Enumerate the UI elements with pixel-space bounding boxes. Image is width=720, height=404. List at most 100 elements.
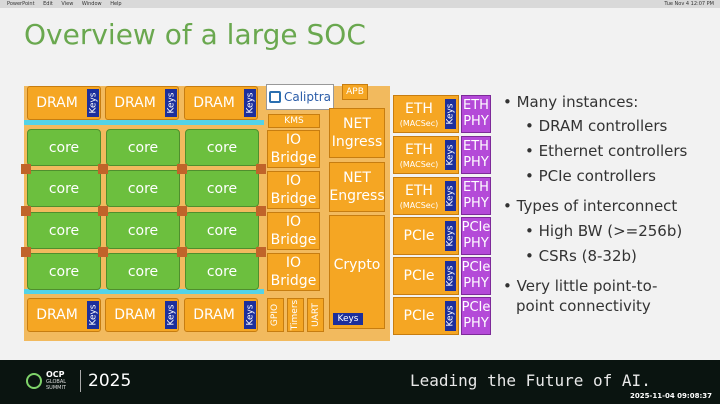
interconnect-node (177, 206, 187, 216)
keys-block: Keys (165, 89, 177, 117)
eth-controller: ETH (MACSec) Keys (393, 177, 459, 215)
macsec-label: (MACSec) (399, 119, 439, 128)
pcie-label: PCIe (403, 308, 435, 324)
keys-block: Keys (445, 261, 456, 291)
eth-label: ETH (405, 183, 433, 199)
core-block: core (27, 129, 101, 166)
dram-bottom-2: DRAM Keys (105, 298, 179, 332)
caliptra-label: Caliptra (283, 90, 331, 104)
keys-label: Keys (445, 103, 456, 125)
dram-bottom-3: DRAM Keys (184, 298, 258, 332)
timers-label: Timers (290, 299, 301, 331)
footer-timestamp: 2025-11-04 09:08:37 (629, 392, 712, 400)
footer-year: 2025 (88, 371, 132, 391)
keys-label: Keys (166, 304, 177, 326)
menubar-item-help[interactable]: Help (110, 1, 122, 7)
bullet-item: • High BW (>=256b) (525, 222, 683, 240)
conference-footer: OCP GLOBAL SUMMIT 2025 Leading the Futur… (0, 360, 720, 404)
eth-phy: ETH PHY (461, 177, 491, 215)
bullet-item: • CSRs (8-32b) (525, 247, 637, 265)
keys-block: Keys (445, 140, 456, 170)
pcie-controller: PCIe Keys (393, 257, 459, 295)
bullet-item: • Very little point-to- (503, 277, 658, 295)
crypto-block: Crypto Keys (329, 215, 385, 329)
footer-brand-sub: GLOBAL SUMMIT (46, 379, 67, 391)
interconnect-node (256, 206, 266, 216)
gpio-label: GPIO (270, 303, 281, 327)
keys-label: Keys (445, 225, 456, 247)
keys-block: Keys (445, 181, 456, 211)
keys-block: Keys (87, 301, 99, 329)
bullet-item: point connectivity (516, 297, 651, 315)
slide-title: Overview of a large SOC (24, 18, 366, 51)
core-block: core (27, 170, 101, 207)
net-egress-block: NET Engress (329, 162, 385, 212)
dram-top-2: DRAM Keys (105, 86, 179, 120)
bullet-item: • Many instances: (503, 93, 639, 111)
eth-phy: ETH PHY (461, 95, 491, 133)
footer-tagline: Leading the Future of AI. (410, 371, 651, 390)
keys-block: Keys (165, 301, 177, 329)
eth-label: ETH (405, 142, 433, 158)
apb-block: APB (342, 84, 368, 100)
bullet-item: • Types of interconnect (503, 197, 678, 215)
dram-label: DRAM (193, 307, 235, 323)
uart-label: UART (310, 303, 321, 327)
keys-block: Keys (445, 301, 456, 331)
kms-block: KMS (268, 114, 320, 128)
ocp-logo-icon (26, 373, 42, 389)
macsec-label: (MACSec) (399, 201, 439, 210)
menubar-item-edit[interactable]: Edit (43, 1, 53, 7)
dram-label: DRAM (114, 95, 156, 111)
menubar-app[interactable]: PowerPoint (7, 1, 35, 7)
dram-label: DRAM (193, 95, 235, 111)
dram-top-1: DRAM Keys (27, 86, 101, 120)
interconnect-node (256, 247, 266, 257)
keys-block: Keys (244, 89, 256, 117)
caliptra-logo-icon (268, 91, 281, 103)
core-block: core (106, 129, 180, 166)
keys-label: Keys (445, 185, 456, 207)
footer-divider (80, 370, 81, 392)
core-block: core (27, 253, 101, 290)
pcie-phy: PCIe PHY (461, 217, 491, 255)
pcie-phy: PCIe PHY (461, 257, 491, 295)
eth-label: ETH (405, 101, 433, 117)
core-block: core (185, 212, 259, 249)
io-bridge-1: IO Bridge (267, 130, 320, 168)
core-block: core (185, 170, 259, 207)
interconnect-node (98, 164, 108, 174)
interconnect-node (256, 164, 266, 174)
bullet-item: • PCIe controllers (525, 167, 656, 185)
bottom-bus (24, 289, 264, 294)
core-block: core (185, 253, 259, 290)
io-bridge-4: IO Bridge (267, 253, 320, 291)
macsec-label: (MACSec) (399, 160, 439, 169)
crypto-keys: Keys (333, 313, 363, 325)
menubar-item-window[interactable]: Window (81, 1, 102, 7)
interconnect-node (21, 206, 31, 216)
top-bus (24, 120, 264, 125)
core-block: core (185, 129, 259, 166)
bullet-item: • DRAM controllers (525, 117, 668, 135)
eth-controller: ETH (MACSec) Keys (393, 95, 459, 133)
core-block: core (27, 212, 101, 249)
dram-label: DRAM (114, 307, 156, 323)
dram-label: DRAM (36, 307, 78, 323)
dram-label: DRAM (36, 95, 78, 111)
menubar-item-view[interactable]: View (61, 1, 74, 7)
pcie-label: PCIe (403, 268, 435, 284)
gpio-block: GPIO (267, 298, 284, 332)
dram-bottom-1: DRAM Keys (27, 298, 101, 332)
crypto-keys-label: Keys (337, 314, 359, 324)
uart-block: UART (307, 298, 324, 332)
keys-label: Keys (445, 305, 456, 327)
keys-label: Keys (245, 304, 256, 326)
pcie-phy: PCIe PHY (461, 297, 491, 335)
menubar-clock: Tue Nov 4 12:07 PM (664, 1, 714, 7)
interconnect-node (98, 247, 108, 257)
keys-label: Keys (166, 92, 177, 114)
net-ingress-block: NET Ingress (329, 108, 385, 158)
core-block: core (106, 212, 180, 249)
